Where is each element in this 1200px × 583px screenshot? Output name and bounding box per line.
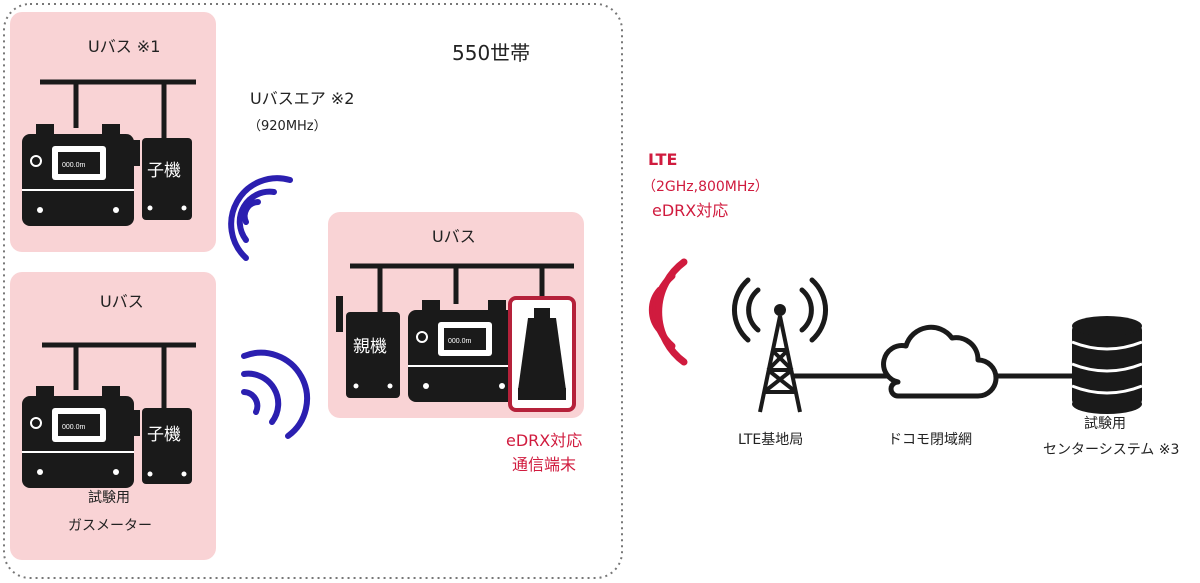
upath-air-freq: （920MHz） (248, 119, 327, 134)
lte-tower-icon (732, 277, 828, 413)
lte-edrx: eDRX対応 (652, 201, 728, 220)
slave-unit-label: 子機 (147, 425, 181, 445)
closed-network-label: ドコモ閉域網 (888, 432, 972, 448)
upath-air-label: Uバスエア ※2 (250, 89, 354, 108)
radio-wave-icon (241, 349, 311, 439)
upath-box-3-title: Uバス (432, 227, 476, 246)
upath-box-1: Uバス ※1 000.0m 子機 (10, 12, 216, 252)
master-unit-label: 親機 (353, 337, 387, 357)
gas-meter-icon: 000.0m (407, 299, 521, 403)
lte-label: LTE (648, 150, 677, 169)
slave-unit-icon (133, 408, 192, 484)
pipe-icon (42, 342, 196, 410)
edrx-terminal-label-1: eDRX対応 (506, 431, 582, 450)
upath-box-2: Uバス 000.0m 子機 試験用 ガスメーター (10, 272, 216, 560)
center-system-label-2: センターシステム ※3 (1043, 442, 1179, 458)
radio-wave-icon (228, 175, 293, 261)
master-unit-icon (336, 296, 400, 398)
meter-display: 000.0m (62, 424, 86, 431)
edrx-terminal-icon (508, 296, 576, 412)
database-icon (1071, 316, 1143, 414)
upath-box-1-title: Uバス ※1 (88, 37, 160, 56)
lte-freq: （2GHz,800MHz） (642, 179, 769, 195)
cloud-icon (881, 324, 999, 399)
upath-box-2-title: Uバス (100, 292, 144, 311)
base-station-label: LTE基地局 (738, 431, 803, 448)
meter-display: 000.0m (448, 338, 472, 345)
slave-unit-icon (133, 138, 192, 220)
edrx-terminal-label-2: 通信端末 (512, 455, 576, 474)
test-meter-caption-1: 試験用 (88, 490, 130, 506)
household-boundary (3, 3, 623, 579)
center-system-label-1: 試験用 (1084, 416, 1126, 432)
meter-display: 000.0m (62, 162, 86, 169)
upath-box-3: Uバス 親機 000.0m (328, 212, 584, 418)
slave-unit-label: 子機 (147, 161, 181, 181)
household-count: 550世帯 (452, 41, 530, 65)
gas-meter-icon: 000.0m (21, 385, 135, 489)
test-meter-caption-2: ガスメーター (68, 518, 152, 534)
gas-meter-icon: 000.0m (21, 123, 135, 227)
pipe-icon (40, 79, 196, 140)
lte-wave-icon (648, 258, 688, 366)
